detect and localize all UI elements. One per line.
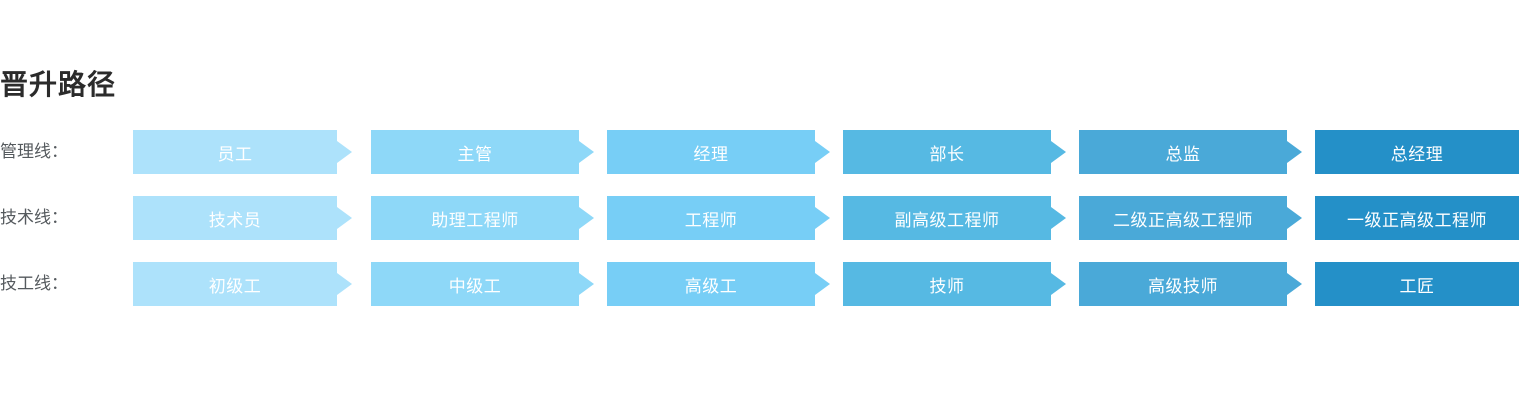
stage-label: 高级技师 [1079,262,1287,306]
stage-skilled-worker-track-3[interactable]: 高级工 [607,262,830,306]
stage-management-track-4[interactable]: 部长 [843,130,1066,174]
stage-management-track-1[interactable]: 员工 [133,130,352,174]
chevron-right-icon [579,273,594,295]
stage-management-track-6[interactable]: 总经理 [1315,130,1519,174]
stage-label: 主管 [371,130,579,174]
chevron-right-icon [337,207,352,229]
stage-label: 高级工 [607,262,815,306]
stage-label: 助理工程师 [371,196,579,240]
stage-label: 一级正高级工程师 [1315,196,1519,240]
chevron-right-icon [1051,273,1066,295]
stage-technical-track-4[interactable]: 副高级工程师 [843,196,1066,240]
chevron-right-icon [337,141,352,163]
stage-management-track-5[interactable]: 总监 [1079,130,1302,174]
stage-label: 员工 [133,130,337,174]
stage-label: 初级工 [133,262,337,306]
stage-label: 副高级工程师 [843,196,1051,240]
chevron-right-icon [815,273,830,295]
stage-label: 总经理 [1315,130,1519,174]
stage-skilled-worker-track-6[interactable]: 工匠 [1315,262,1519,306]
stage-skilled-worker-track-4[interactable]: 技师 [843,262,1066,306]
chevron-right-icon [1287,141,1302,163]
stage-list: 员工主管经理部长总监总经理 [133,130,1525,174]
stage-label: 工程师 [607,196,815,240]
chevron-right-icon [579,141,594,163]
stage-label: 工匠 [1315,262,1519,306]
stage-skilled-worker-track-1[interactable]: 初级工 [133,262,352,306]
track-row-skilled-worker-track: 技工线： 初级工中级工高级工技师高级技师工匠 [0,262,1525,306]
stage-skilled-worker-track-2[interactable]: 中级工 [371,262,594,306]
chevron-right-icon [815,207,830,229]
stage-technical-track-6[interactable]: 一级正高级工程师 [1315,196,1519,240]
stage-list: 技术员助理工程师工程师副高级工程师二级正高级工程师一级正高级工程师 [133,196,1525,240]
stage-skilled-worker-track-5[interactable]: 高级技师 [1079,262,1302,306]
chevron-right-icon [1051,141,1066,163]
track-label-technical-track: 技术线： [0,208,68,227]
track-label-skilled-worker-track: 技工线： [0,274,68,293]
stage-list: 初级工中级工高级工技师高级技师工匠 [133,262,1525,306]
track-row-management-track: 管理线： 员工主管经理部长总监总经理 [0,130,1525,174]
track-label-management-track: 管理线： [0,142,68,161]
stage-label: 总监 [1079,130,1287,174]
stage-label: 技术员 [133,196,337,240]
stage-label: 二级正高级工程师 [1079,196,1287,240]
stage-label: 经理 [607,130,815,174]
chevron-right-icon [337,273,352,295]
stage-technical-track-3[interactable]: 工程师 [607,196,830,240]
page-title: 晋升路径 [0,69,117,100]
stage-management-track-3[interactable]: 经理 [607,130,830,174]
stage-label: 中级工 [371,262,579,306]
track-row-technical-track: 技术线： 技术员助理工程师工程师副高级工程师二级正高级工程师一级正高级工程师 [0,196,1525,240]
chevron-right-icon [579,207,594,229]
stage-technical-track-1[interactable]: 技术员 [133,196,352,240]
chevron-right-icon [1051,207,1066,229]
stage-label: 技师 [843,262,1051,306]
stage-management-track-2[interactable]: 主管 [371,130,594,174]
track-rows: 管理线： 员工主管经理部长总监总经理技术线： 技术员助理工程师工程师副高级工程师二级… [0,130,1525,328]
stage-technical-track-5[interactable]: 二级正高级工程师 [1079,196,1302,240]
chevron-right-icon [1287,273,1302,295]
chevron-right-icon [815,141,830,163]
chevron-right-icon [1287,207,1302,229]
stage-technical-track-2[interactable]: 助理工程师 [371,196,594,240]
stage-label: 部长 [843,130,1051,174]
